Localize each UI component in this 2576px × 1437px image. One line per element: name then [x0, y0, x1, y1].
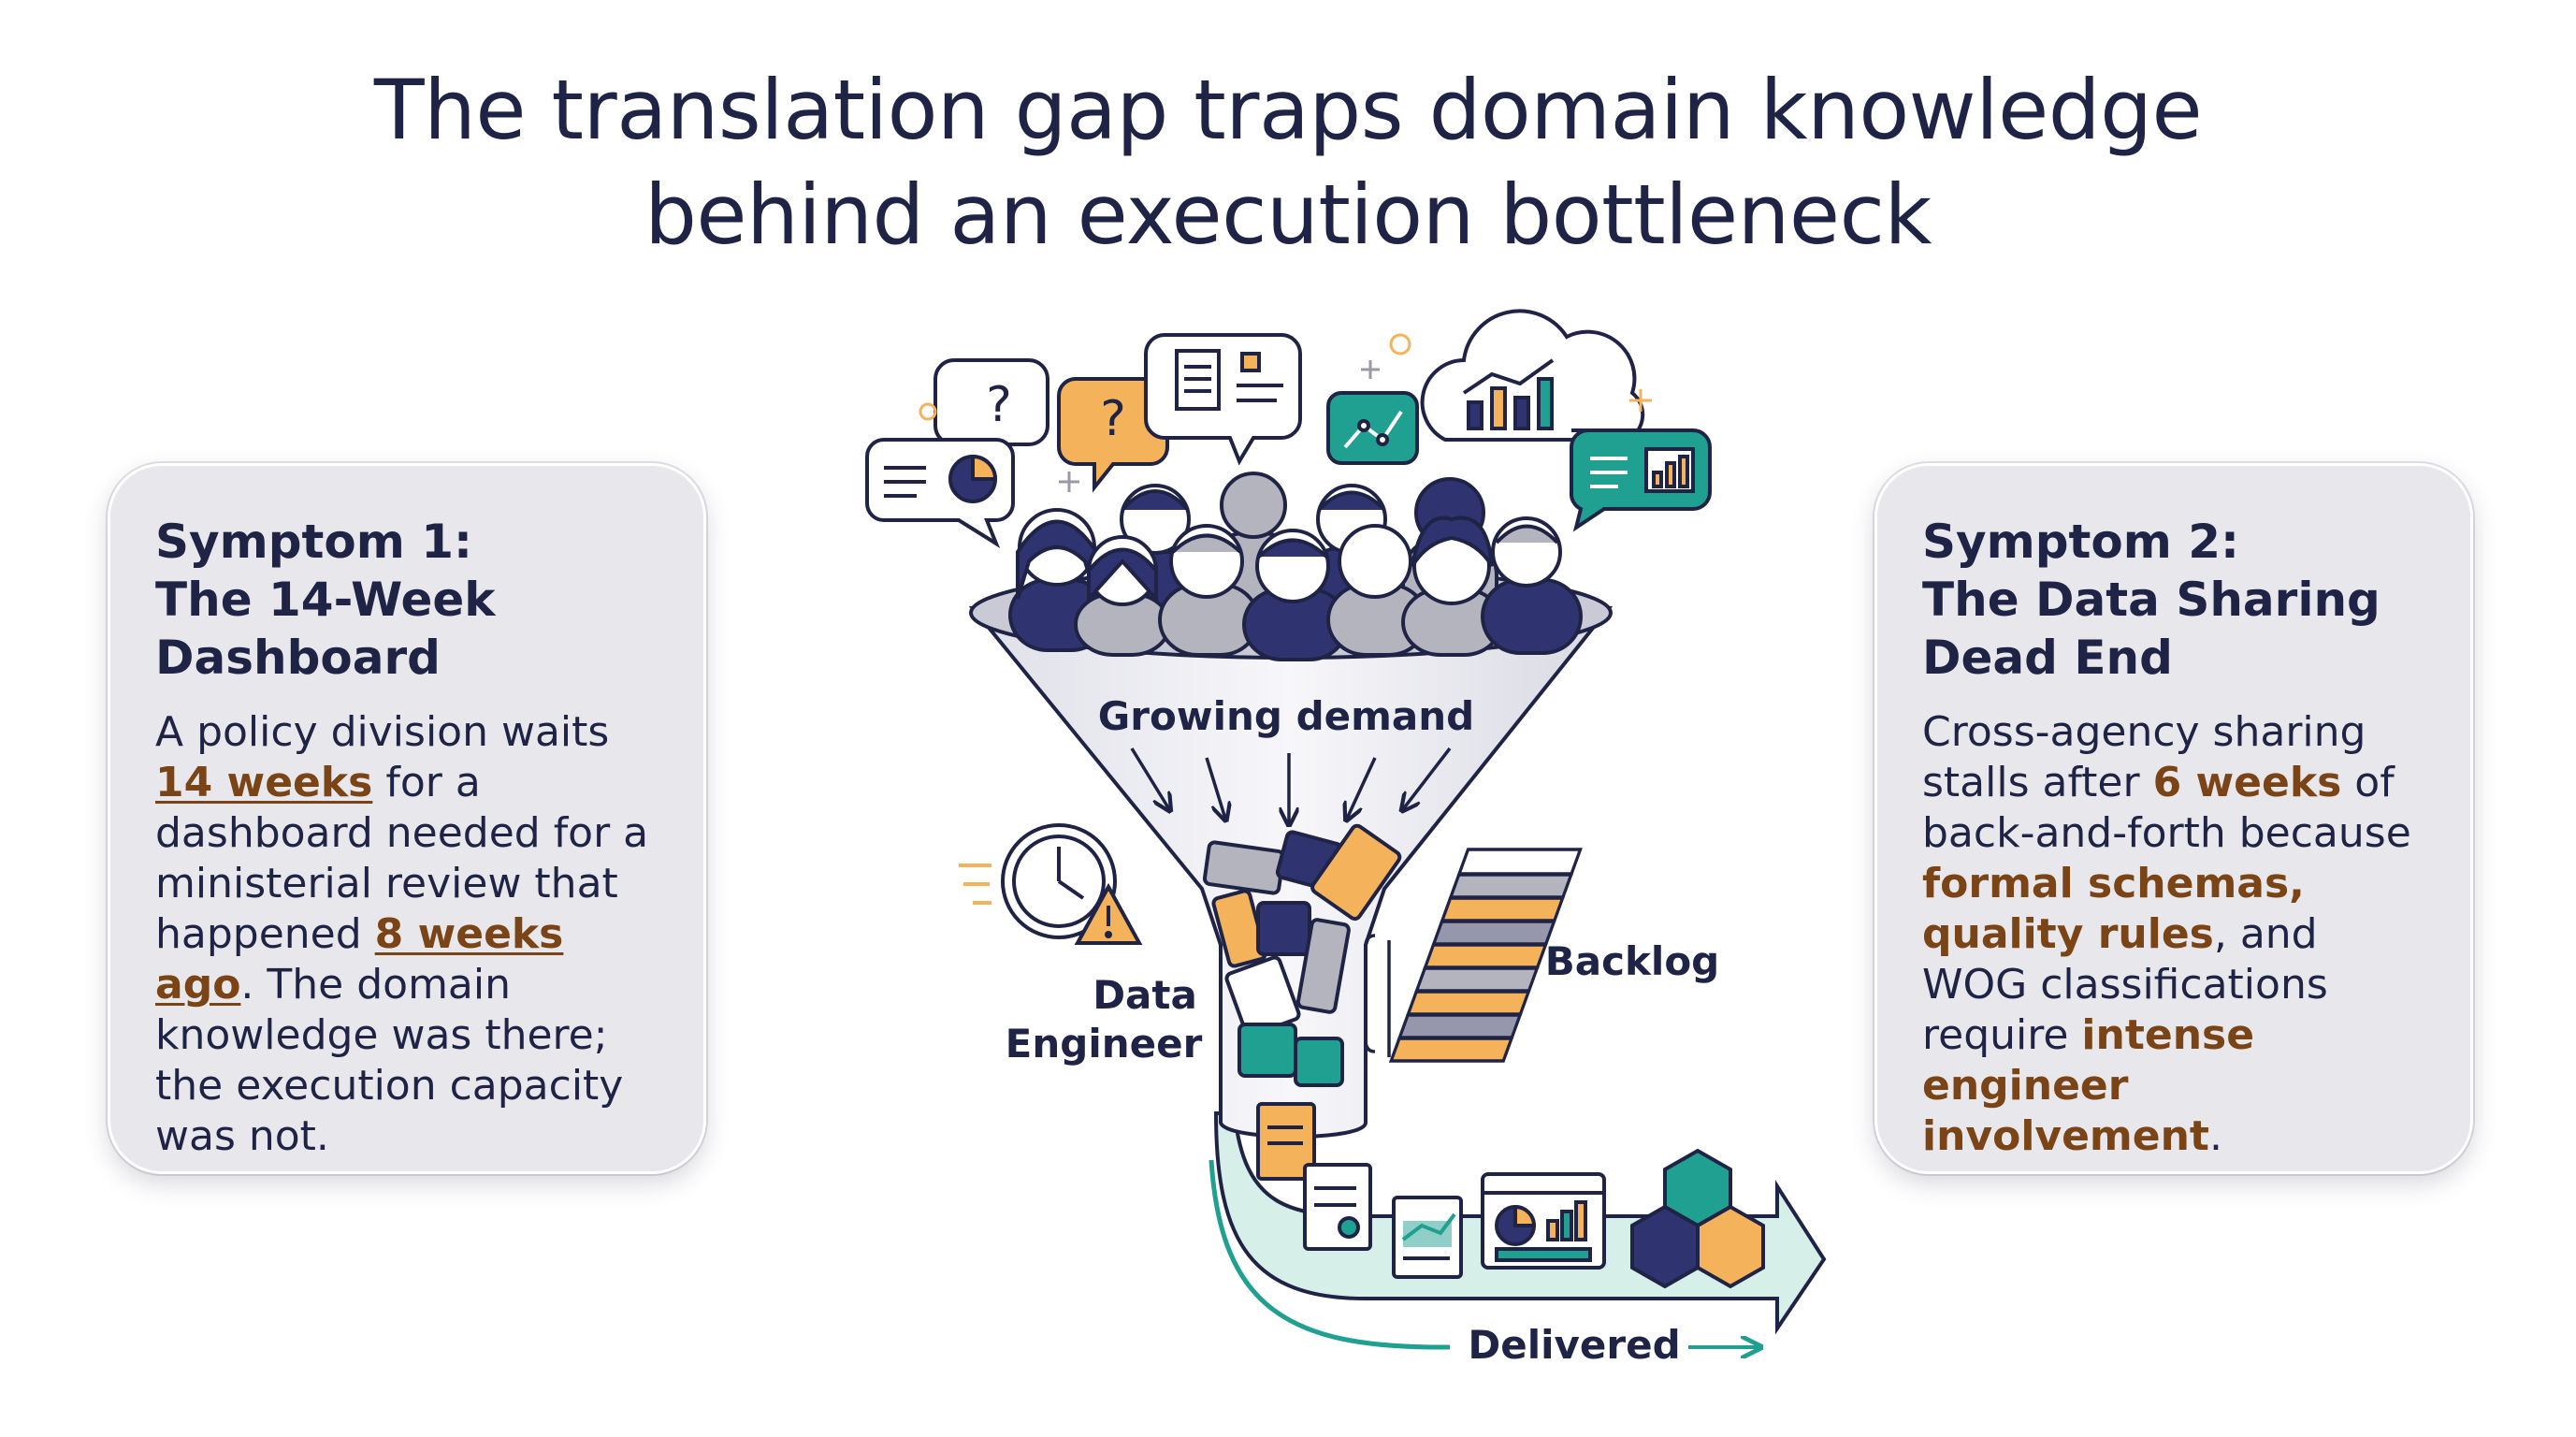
- sparkle-decor: [919, 333, 1652, 492]
- teal-chart-bubble-icon: [1569, 428, 1712, 532]
- highlight-14-weeks: 14 weeks: [155, 759, 373, 806]
- svg-text:?: ?: [986, 377, 1012, 433]
- data-engineer-label-line1: Data: [1093, 972, 1197, 1018]
- highlight-engineer-involvement: intense engineer involvement: [1922, 1011, 2255, 1160]
- title-line-1: The translation gap traps domain knowled…: [373, 62, 2203, 158]
- delivered-label: Delivered: [1468, 1322, 1680, 1368]
- growing-demand-label: Growing demand: [1098, 693, 1474, 739]
- paper-stack-icon: [1364, 848, 1583, 1063]
- dashboard-icon: [1481, 1172, 1606, 1270]
- cube-stack-icon: [1630, 1148, 1765, 1289]
- clock-icon: [959, 823, 1117, 939]
- symptom-2-heading: Symptom 2: The Data Sharing Dead End: [1922, 515, 2381, 685]
- people-crowd-icon: [1008, 472, 1583, 661]
- data-engineer-label-line2: Engineer: [1006, 1021, 1203, 1067]
- demand-arrows: [1130, 747, 1452, 823]
- cloud-chart-icon: [1420, 309, 1645, 442]
- line-chart-bubble-icon: [1326, 391, 1419, 465]
- symptom-1-heading: Symptom 1: The 14-Week Dashboard: [155, 515, 496, 685]
- svg-text:?: ?: [1100, 391, 1126, 447]
- symptom-2-card: Symptom 2: The Data Sharing Dead End Cro…: [1874, 463, 2473, 1174]
- highlight-formal-schemas: formal schemas, quality rules: [1922, 860, 2305, 958]
- highlight-8-weeks-ago: 8 weeks ago: [155, 910, 564, 1009]
- jammed-items: [1202, 823, 1402, 1087]
- document-bubble-icon: [1144, 333, 1302, 466]
- page-title: The translation gap traps domain knowled…: [0, 58, 2576, 268]
- title-line-2: behind an execution bottleneck: [644, 167, 1932, 263]
- symptom-1-body: A policy division waits 14 weeks for a d…: [155, 708, 649, 1160]
- chart-bubble-icon: [865, 438, 1015, 548]
- symptom-1-card: Symptom 1: The 14-Week Dashboard A polic…: [108, 463, 706, 1174]
- highlight-6-weeks: 6 weeks: [2152, 759, 2342, 806]
- delivered-items: [1256, 1102, 1463, 1279]
- warning-icon: [1074, 882, 1143, 945]
- backlog-label: Backlog: [1545, 938, 1720, 984]
- symptom-2-body: Cross-agency sharing stalls after 6 week…: [1922, 708, 2411, 1160]
